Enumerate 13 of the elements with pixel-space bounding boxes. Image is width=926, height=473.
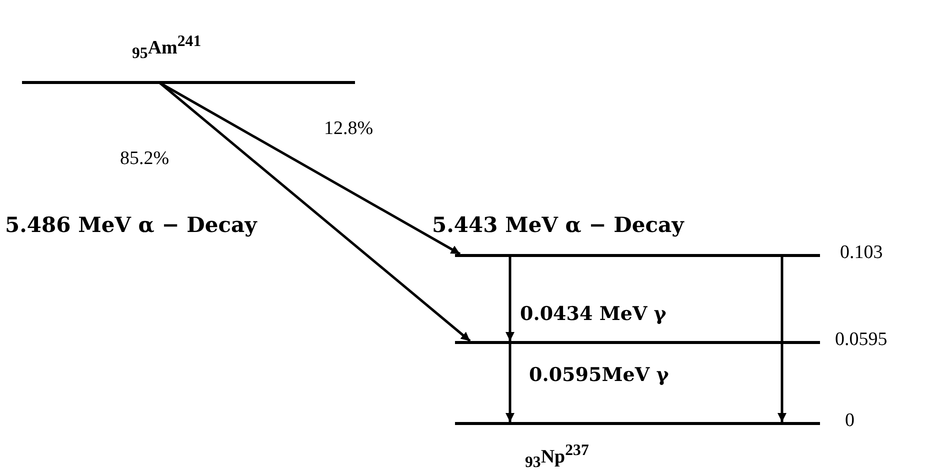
arrow bbox=[159, 82, 471, 342]
arrow bbox=[506, 343, 514, 422]
edge-label: 0.0434 MeV γ bbox=[518, 303, 668, 325]
decay-energy-label: 5.443 MeV α − Decay bbox=[432, 212, 684, 237]
energy-value: 0.0595 bbox=[835, 329, 888, 351]
energy-value: 0 bbox=[845, 410, 854, 432]
nuclide-label: $_{93}$Np$^{237}$ bbox=[525, 442, 589, 472]
nuclide-label: $_{95}$Am$^{241}$ bbox=[132, 33, 202, 64]
decay-energy-label: 5.486 MeV α − Decay bbox=[5, 212, 257, 237]
arrow bbox=[506, 256, 514, 341]
arrow bbox=[778, 256, 786, 422]
edge-label: 0.0595MeV γ bbox=[527, 364, 671, 386]
energy-value: 0.103 bbox=[840, 242, 883, 264]
